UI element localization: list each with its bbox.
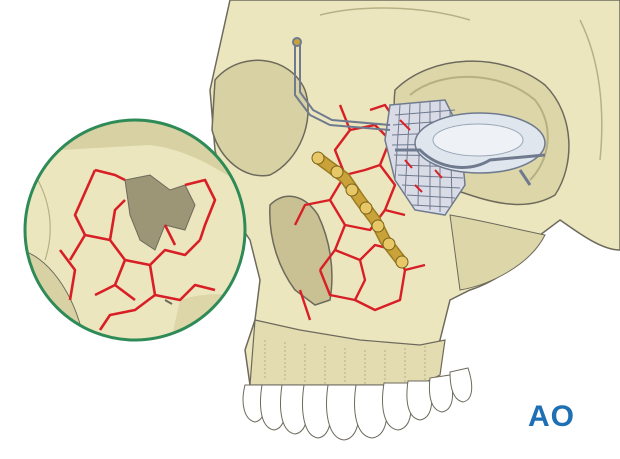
orbital-spacer-icon <box>395 112 546 186</box>
teeth <box>242 367 473 441</box>
screw <box>395 255 409 269</box>
tooth <box>428 374 454 413</box>
screw <box>311 151 325 165</box>
inset-border <box>23 118 247 342</box>
bone-plate-icon <box>311 151 409 269</box>
screw <box>371 219 385 233</box>
bone-defect <box>124 174 196 251</box>
inset-fracture-lines <box>58 168 217 331</box>
screw <box>345 183 359 197</box>
tooth <box>406 380 433 421</box>
logo-text: AO <box>528 400 575 433</box>
tooth <box>326 384 360 441</box>
screw <box>382 237 396 251</box>
screw <box>330 165 344 179</box>
fracture-lines <box>293 103 426 321</box>
ao-logo: AO <box>528 402 588 432</box>
left-orbit <box>211 59 309 177</box>
nasal-aperture <box>269 195 333 306</box>
tooth <box>354 384 388 439</box>
wire-fixation-icon <box>292 37 391 131</box>
screw <box>359 201 373 215</box>
tooth <box>449 367 473 403</box>
